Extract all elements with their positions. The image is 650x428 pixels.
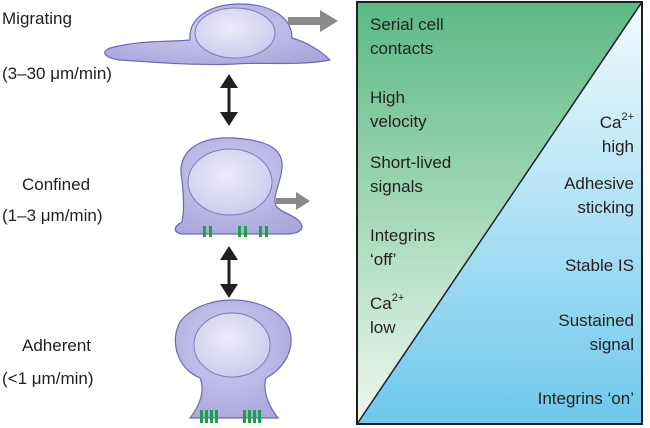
text-line: high — [601, 137, 634, 156]
integrins-adherent — [200, 410, 261, 423]
blue-item-sustained-signal: Sustained signal — [558, 309, 634, 357]
nucleus — [194, 7, 276, 59]
confined-cell — [174, 137, 303, 235]
nucleus — [187, 148, 273, 216]
text-line: Stable IS — [565, 256, 634, 275]
adherent-label: Adherent — [22, 336, 91, 355]
ca-superscript: 2+ — [391, 292, 405, 305]
confined-speed: (1–3 μm/min) — [2, 206, 103, 225]
blue-item-ca-high: Ca2+ high — [600, 111, 634, 159]
blue-item-integrins-on: Integrins ‘on’ — [538, 387, 634, 411]
migrating-cell — [104, 3, 332, 66]
migration-arrow — [288, 10, 338, 32]
green-item-ca-low: Ca2+ low — [370, 292, 404, 340]
adherent-speed: (<1 μm/min) — [2, 369, 94, 388]
panel-border — [356, 1, 643, 425]
green-item-short-lived-signals: Short-lived signals — [370, 151, 451, 199]
ca-text: Ca — [370, 294, 392, 313]
confined-arrow — [276, 192, 310, 210]
transition-arrow-1 — [220, 74, 238, 126]
text-line: Adhesive — [564, 174, 634, 193]
adherent-cell — [174, 299, 292, 419]
text-line: ‘off’ — [370, 250, 397, 269]
text-line: signals — [370, 177, 423, 196]
text-line: low — [370, 318, 396, 337]
text-line: Ca2+ — [370, 292, 404, 316]
green-item-high-velocity: High velocity — [370, 86, 427, 134]
text-line: Integrins — [370, 226, 436, 245]
text-line: Sustained — [558, 311, 634, 330]
migrating-label: Migrating — [2, 9, 72, 28]
ca-text: Ca — [599, 113, 622, 132]
text-line: High — [370, 88, 405, 107]
text-line: Integrins ‘on’ — [537, 389, 634, 408]
nucleus — [193, 312, 271, 378]
text-line: Ca2+ — [600, 111, 634, 135]
text-line: Serial cell — [370, 15, 444, 34]
migrating-speed: (3–30 μm/min) — [2, 64, 112, 83]
text-line: contacts — [370, 39, 434, 58]
green-item-integrins-off: Integrins ‘off’ — [370, 224, 435, 272]
integrins-confined — [203, 226, 268, 237]
green-item-serial-contacts: Serial cell contacts — [370, 13, 444, 61]
ca-superscript: 2+ — [621, 111, 634, 124]
transition-arrow-2 — [220, 246, 238, 298]
text-line: signal — [589, 335, 634, 354]
blue-item-stable-is: Stable IS — [565, 254, 634, 278]
text-line: sticking — [577, 198, 634, 217]
text-line: Short-lived — [370, 153, 452, 172]
blue-item-adhesive-sticking: Adhesive sticking — [564, 172, 634, 220]
confined-label: Confined — [22, 175, 91, 194]
text-line: velocity — [370, 112, 427, 131]
diagonal-divider — [356, 1, 643, 425]
